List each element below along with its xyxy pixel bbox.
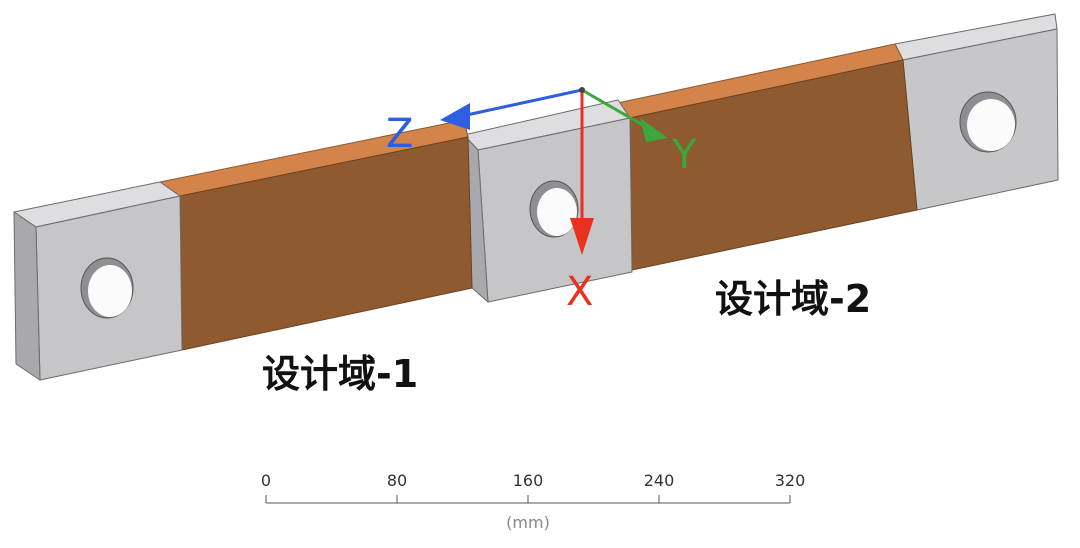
x-axis-arrowhead	[570, 218, 594, 255]
design-domain-1-label: 设计域-1	[262, 352, 418, 396]
z-axis-line	[461, 88, 583, 118]
center-bolt-hole	[529, 180, 579, 238]
y-axis-arrowhead	[640, 118, 668, 142]
left-end-side-face	[13, 211, 41, 381]
z-axis-label: Z	[386, 111, 413, 157]
scale-tick-label: 240	[644, 471, 675, 490]
scale-bar-unit: (mm)	[506, 513, 550, 532]
scale-tick-label: 0	[261, 471, 271, 490]
scale-tick-label: 80	[387, 471, 407, 490]
z-axis-arrowhead	[440, 103, 470, 130]
busbar-model	[13, 13, 1059, 381]
scale-tick-label: 320	[775, 471, 806, 490]
y-axis-line	[581, 88, 649, 130]
coordinate-triad[interactable]: Z Y X	[386, 87, 697, 315]
scale-tick-label: 160	[513, 471, 544, 490]
scale-bar: 0 80 160 240 320 (mm)	[261, 471, 805, 532]
triad-origin	[579, 87, 585, 93]
left-bolt-hole	[80, 257, 134, 319]
x-axis-label: X	[566, 269, 593, 315]
y-axis-label: Y	[671, 132, 697, 178]
right-bolt-hole	[959, 91, 1017, 153]
design-domain-2-label: 设计域-2	[715, 277, 871, 321]
